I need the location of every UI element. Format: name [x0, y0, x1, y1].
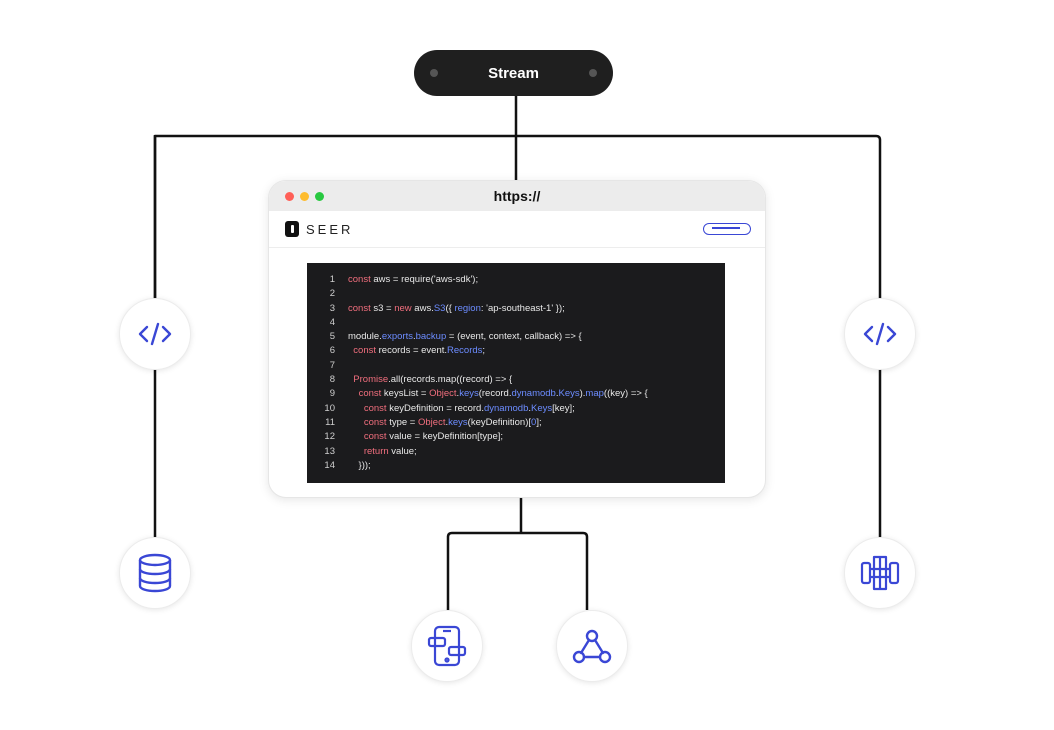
webhook-node[interactable]	[556, 610, 628, 682]
code-line: 4	[329, 316, 335, 328]
stream-label: Stream	[488, 64, 539, 82]
code-line: 3 const s3 = new aws.S3({ region: 'ap-so…	[329, 302, 565, 314]
maximize-dot[interactable]	[315, 192, 324, 201]
stream-node[interactable]: Stream	[414, 50, 613, 96]
code-editor: 1 const aws = require('aws-sdk'); 2 3 co…	[307, 263, 725, 483]
seer-logo-icon	[285, 221, 299, 237]
browser-window: https:// SEER 1 const aws = require('aws…	[268, 180, 766, 498]
code-right-node[interactable]	[844, 298, 916, 370]
code-line: 1 const aws = require('aws-sdk');	[329, 274, 479, 285]
service-node[interactable]	[844, 537, 916, 609]
code-line: 6 const records = event.Records;	[329, 345, 486, 357]
nav-button[interactable]	[703, 223, 751, 235]
address-bar[interactable]: https://	[493, 188, 541, 204]
code-line: 5 module.exports.backup = (event, contex…	[329, 331, 582, 343]
cloud-service-icon	[860, 555, 900, 591]
window-controls	[285, 192, 324, 201]
code-line: 10 const keyDefinition = record.dynamodb…	[324, 402, 575, 414]
mobile-node[interactable]	[411, 610, 483, 682]
code-line: 14 }));	[324, 459, 371, 471]
minimize-dot[interactable]	[300, 192, 309, 201]
logo-text: SEER	[306, 221, 354, 237]
stream-dot-right	[589, 69, 597, 77]
code-line: 12 const value = keyDefinition[type];	[324, 431, 504, 443]
bottom-branch-line	[446, 531, 589, 610]
browser-titlebar: https://	[269, 181, 765, 211]
close-dot[interactable]	[285, 192, 294, 201]
site-navbar: SEER	[269, 211, 765, 248]
webhook-icon	[572, 629, 612, 664]
mobile-app-icon	[427, 625, 467, 667]
stream-dot-left	[430, 69, 438, 77]
database-icon	[138, 553, 172, 593]
code-line: 8 Promise.all(records.map((record) => {	[329, 374, 513, 386]
code-line: 11 const type = Object.keys(keyDefinitio…	[325, 416, 542, 428]
code-line: 9 const keysList = Object.keys(record.dy…	[329, 388, 648, 400]
database-node[interactable]	[119, 537, 191, 609]
code-line: 2	[329, 288, 335, 300]
code-line: 13 return value;	[324, 445, 417, 457]
code-icon	[863, 322, 897, 346]
code-left-node[interactable]	[119, 298, 191, 370]
code-line: 7	[329, 359, 335, 371]
code-icon	[138, 322, 172, 346]
